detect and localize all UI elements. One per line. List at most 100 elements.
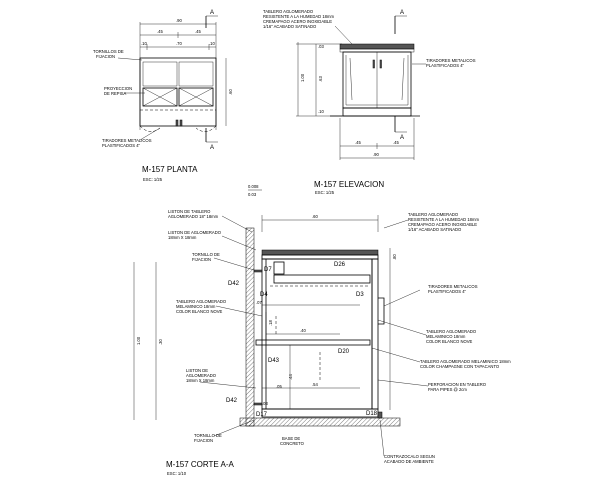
dim-total: .90 — [176, 18, 182, 23]
dim-d08: 0.008 — [248, 184, 259, 189]
dim-d03: 0.03 — [248, 192, 257, 197]
section-letter: A — [400, 10, 404, 16]
label-tablero-4: 1/16" ACABADO SATINADO — [263, 24, 317, 29]
label-tornillo-1: TORNILLO DE — [192, 252, 220, 257]
dim-sub3: .10 — [209, 41, 215, 46]
label-tiradores-2: PLASTIFICADOS 4" — [426, 63, 465, 68]
dim-w54: .54 — [312, 382, 318, 387]
dim-half-right: .45 — [195, 29, 201, 34]
label-tornillo-low-2: FIJACION — [194, 438, 213, 443]
label-tablero-top-3: CREMAPAGO ACERO INOXIDABLE — [408, 222, 477, 227]
label-tablero-1: TABLERO AGLOMERADO — [263, 9, 314, 14]
corte-title: M-157 CORTE A-A — [166, 460, 235, 469]
label-liston-low-3: 18mm X 18mm — [186, 378, 215, 383]
label-tablero-mel-3: COLOR BLANCO NOVE — [176, 309, 223, 314]
planta-title: M-157 PLANTA — [142, 165, 198, 174]
label-tornillo-2: FIJACION — [192, 257, 211, 262]
label-tablero-top-1: TABLERO AGLOMERADO — [408, 212, 459, 217]
label-liston-top-1: LISTON DE TABLERO — [168, 209, 211, 214]
countertop-section — [261, 249, 379, 256]
elevacion-scale: ESC: 1/25 — [315, 190, 335, 195]
label-proyeccion-2: DE REPISA — [104, 91, 127, 96]
dim-h-upper: .18 — [268, 320, 273, 326]
detail-d42-top: D42 — [228, 281, 240, 287]
dim-h1: .03 — [318, 44, 324, 49]
label-tiradores-1: TIRADORES METALICOS — [428, 284, 478, 289]
label-tablero-right-3: COLOR BLANCO NOVE — [426, 339, 473, 344]
label-contrazocalo-1: CONTRAZOCALO SEGUN — [384, 454, 435, 459]
label-tornillo-low-1: TORNILLO DE — [194, 433, 222, 438]
label-tiradores-1: TIRADORES METALICOS — [426, 58, 476, 63]
label-liston-agl-1: LISTON DE AGLOMERADO — [168, 230, 222, 235]
label-liston-low-2: AGLOMERADO — [186, 373, 217, 378]
label-tablero-mel-1: TABLERO AGLOMERADO — [176, 299, 227, 304]
dim-h2: .63 — [318, 76, 323, 82]
detail-d20: D20 — [338, 349, 350, 355]
label-base-1: BASE DE — [282, 436, 300, 441]
label-tablero-right-1: TABLERO AGLOMERADO — [426, 329, 477, 334]
dim-w05: .05 — [276, 384, 282, 389]
label-tablero-mel-2: MELAMINICO 18mm — [176, 304, 216, 309]
section-letter: A — [400, 135, 404, 141]
detail-d3: D3 — [356, 292, 364, 298]
dim-sub2: .70 — [176, 41, 182, 46]
label-liston-agl-2: 18mm X 18mm — [168, 235, 197, 240]
label-liston-top-2: AGLOMERADO 18" 18mm — [168, 214, 219, 219]
section-mark-top: A — [205, 10, 218, 28]
floor-section — [239, 417, 401, 427]
corte-scale: ESC: 1/10 — [167, 471, 187, 476]
dim-w-right: .45 — [393, 140, 399, 145]
detail-d18: D18 — [366, 411, 378, 417]
planta-scale: ESC: 1/25 — [143, 177, 163, 182]
dim-total-h: 1.00 — [300, 73, 305, 82]
dim-h3: .10 — [318, 109, 324, 114]
label-tiradores-1: TIRADORES METALICOS — [102, 138, 152, 143]
label-liston-low-1: LISTON DE — [186, 368, 208, 373]
dim-w-total: .90 — [373, 152, 379, 157]
detail-d42-low: D42 — [226, 398, 238, 404]
label-proyeccion-1: PROYECCION — [104, 86, 132, 91]
section-mark-bottom: A — [205, 128, 218, 151]
label-tablero-2: RESISTENTE A LA HUMEDAD 18mm — [263, 14, 334, 19]
label-tablero-3: CREMAPAGO ACERO INOXIDABLE — [263, 19, 332, 24]
detail-d17: D17 — [256, 412, 268, 418]
dim-top: .60 — [312, 214, 318, 219]
elevacion-title: M-157 ELEVACION — [314, 180, 384, 189]
detail-d26: D26 — [334, 262, 346, 268]
label-tablero-top-4: 1/16" ACABADO SATINADO — [408, 227, 462, 232]
dim-h-mid: .44 — [288, 374, 293, 380]
label-perforacion-2: PARA PIPES @ 2cm — [428, 387, 467, 392]
section-mark-bottom: A — [394, 116, 407, 141]
shelf-section — [255, 339, 371, 346]
label-tablero-right-2: MELAMINICO 18mm — [426, 334, 466, 339]
countertop — [339, 43, 415, 50]
dim-w-left: .45 — [355, 140, 361, 145]
label-tablero-top-2: RESISTENTE A LA HUMEDAD 18mm — [408, 217, 479, 222]
detail-d7: D7 — [264, 267, 272, 273]
label-tornillos-2: FIJACION — [96, 54, 115, 59]
planta-view: A A .90 .45 .45 .10 .70 .10 — [93, 10, 233, 182]
dim-right-h: .80 — [392, 254, 397, 260]
detail-d43: D43 — [268, 358, 280, 364]
dim-w07: .07 — [256, 300, 262, 305]
label-tiradores-2: PLASTIFICADOS 4" — [428, 289, 467, 294]
dim-h-low: .30 — [158, 339, 163, 345]
dim-half-left: .45 — [157, 29, 163, 34]
label-perforacion-1: PERFORACION EN TABLERO — [428, 382, 487, 387]
label-tablero-right2-2: COLOR CHAMPAGNE CON TAPACANTO — [420, 364, 500, 369]
elevacion-view: A A 1.00 .03 .63 .10 .45 — [263, 9, 476, 195]
section-mark-top: A — [394, 10, 407, 34]
cabinet-plan — [139, 57, 217, 127]
dim-sub1: .10 — [141, 41, 147, 46]
dim-w40: .40 — [300, 328, 306, 333]
label-base-2: CONCRETO — [280, 441, 305, 446]
label-tiradores-2: PLASTIFICADOS 4" — [102, 143, 141, 148]
corte-view: 0.008 0.03 .60 .07 — [133, 184, 511, 476]
dim-h-total: 1.00 — [136, 336, 141, 345]
label-contrazocalo-2: ACABADO DE AMBIENTE — [384, 459, 434, 464]
label-tablero-right2-1: TABLERO AGLOMERADO MELAMINICO 18mm — [420, 359, 511, 364]
section-letter: A — [210, 10, 214, 16]
wall-section — [245, 227, 255, 427]
dim-depth: .60 — [228, 89, 233, 95]
